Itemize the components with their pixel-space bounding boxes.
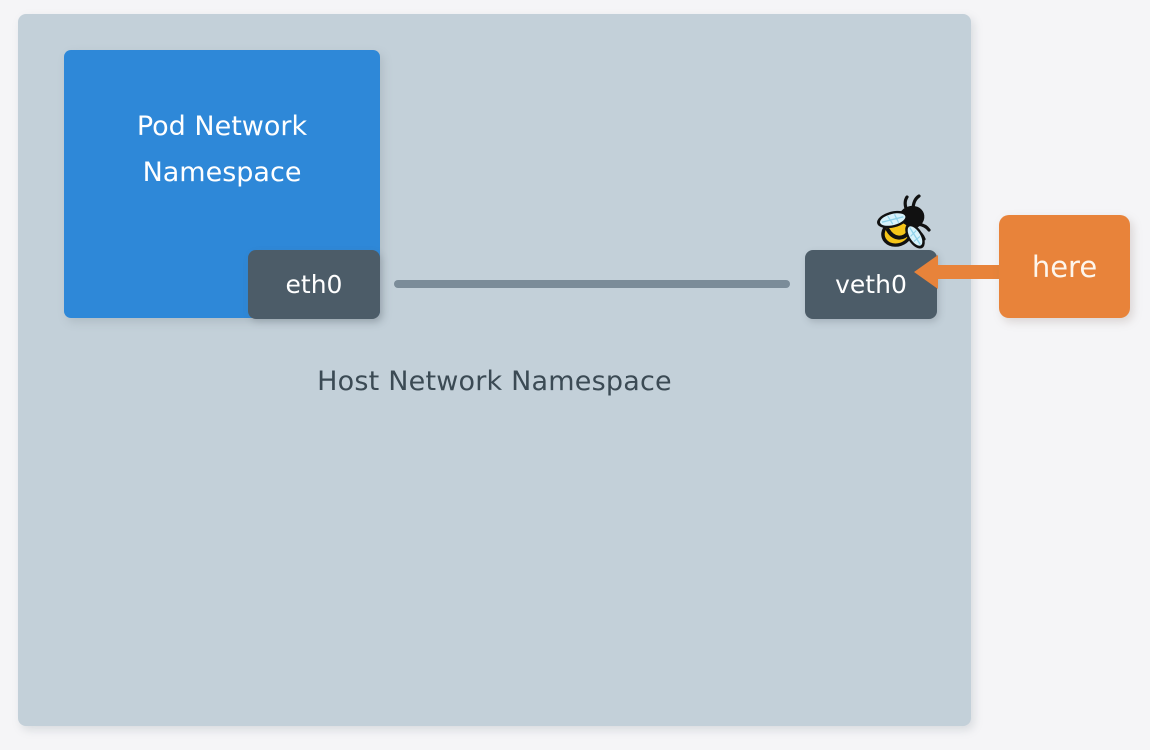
here-callout-box: here [999, 215, 1130, 318]
eth0-interface-label: eth0 [285, 270, 343, 299]
ebpf-bee-icon [877, 194, 931, 249]
veth-pair-link [394, 280, 790, 288]
veth0-interface-box: veth0 [805, 250, 937, 319]
host-network-namespace-label: Host Network Namespace [317, 366, 672, 397]
host-network-namespace-container: Pod Network Namespace eth0 veth0 Host Ne… [18, 14, 971, 726]
eth0-interface-box: eth0 [248, 250, 380, 319]
veth0-interface-label: veth0 [835, 270, 907, 299]
pod-network-namespace-box: Pod Network Namespace [64, 50, 380, 318]
here-callout-label: here [1031, 249, 1098, 284]
callout-arrow-icon [914, 255, 1004, 289]
pod-network-namespace-label: Pod Network Namespace [136, 111, 308, 188]
